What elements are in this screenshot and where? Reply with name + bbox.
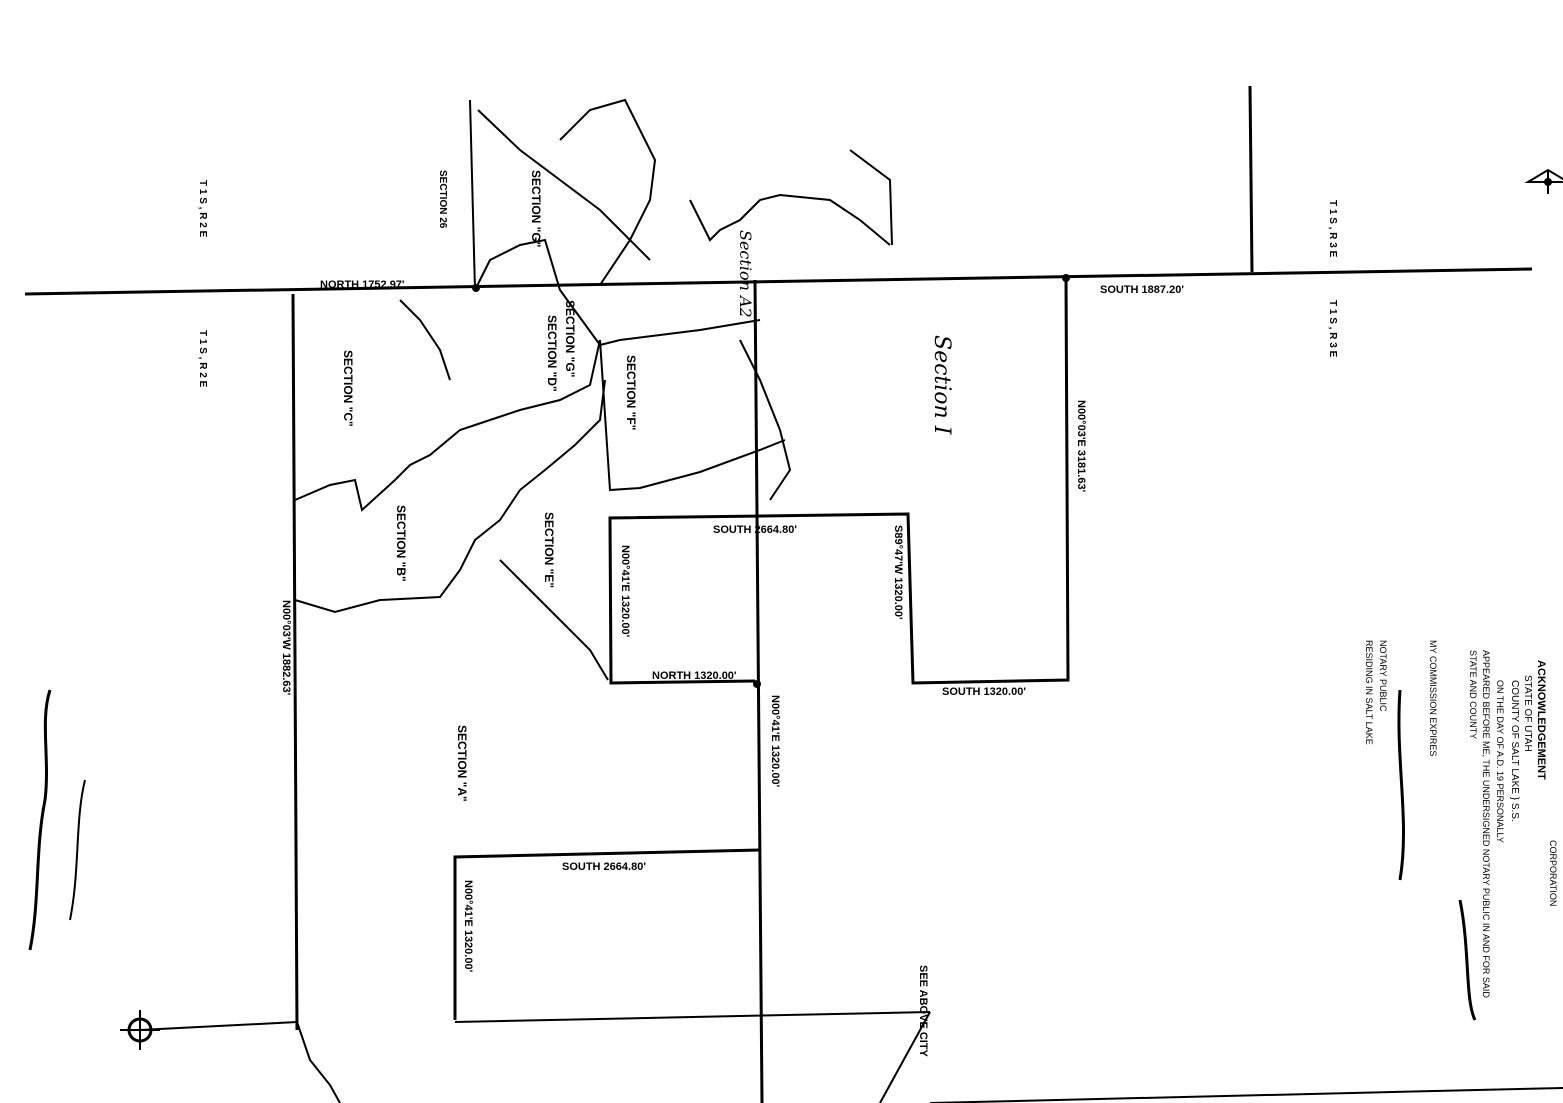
label-south-line: SOUTH 1887.20' xyxy=(1100,284,1184,296)
section-corner-icon xyxy=(753,680,761,688)
ack-line1: ON THE DAY OF A.D. 19 PERSONALLY xyxy=(1495,680,1505,843)
interior-boundary-4 xyxy=(599,339,786,492)
interior-boundary-9 xyxy=(689,193,891,246)
label-section-d: SECTION "D" xyxy=(545,315,559,392)
label-township-3: T 1 S , R 3 E xyxy=(1327,200,1338,258)
label-township-4: T 1 S , R 3 E xyxy=(1327,300,1338,358)
interior-boundary-11 xyxy=(739,339,792,501)
interior-boundary-1 xyxy=(294,339,601,512)
interior-boundary-12 xyxy=(399,299,451,381)
label-section-g: SECTION "G" xyxy=(529,170,543,247)
parcel-boundary-lower xyxy=(453,848,761,1020)
section-corner-icon xyxy=(472,284,480,292)
interior-boundary-8 xyxy=(559,98,657,286)
signature-left-2 xyxy=(69,779,86,921)
lower-line xyxy=(454,1011,931,1023)
label-township-1: T 1 S , R 2 E xyxy=(197,180,208,238)
label-section-26: SECTION 26 xyxy=(437,170,448,229)
label-n00-1320-a: N00°41'E 1320.00' xyxy=(769,695,781,788)
parcel-lower-left xyxy=(296,1021,341,1103)
label-township-2: T 1 S , R 2 E xyxy=(197,330,208,388)
interior-boundary-10 xyxy=(849,149,893,246)
interior-boundary-6 xyxy=(469,99,476,291)
signature-left xyxy=(28,689,52,951)
bottom-baseline xyxy=(929,1087,1563,1103)
label-left-bearing: N00°03'W 1882.63' xyxy=(280,600,292,696)
label-section-c: SECTION "C" xyxy=(341,350,355,427)
acknowledgement-text: ACKNOWLEDGEMENT STATE OF UTAH COUNTY OF … xyxy=(1364,640,1547,998)
section-corner-icon xyxy=(1062,274,1070,282)
label-n00-1320-c: N00°41'E 1320.00' xyxy=(462,880,474,973)
north-arrow-icon xyxy=(1524,168,1563,194)
handwritten-section-a2: Section A2 xyxy=(736,230,755,318)
label-n00-1320-b: N00°41'E 1320.00' xyxy=(619,545,631,638)
ack-county: COUNTY OF SALT LAKE } S.S. xyxy=(1509,680,1520,822)
section-line-right-top xyxy=(1248,85,1254,273)
section-line-main xyxy=(24,267,1533,296)
section-line-mid xyxy=(753,279,764,1103)
ack-corp: CORPORATION xyxy=(1548,840,1558,906)
label-section-e: SECTION "E" xyxy=(542,512,556,588)
interior-boundary-2 xyxy=(294,379,606,614)
boundary-left xyxy=(291,293,299,1031)
label-north-1320: NORTH 1320.00' xyxy=(652,670,737,682)
label-section-a: SECTION "A" xyxy=(455,725,469,802)
label-north-line: NORTH 1752.97' xyxy=(320,279,405,291)
section-corner-icon xyxy=(120,1010,160,1050)
label-south-2664-lower: SOUTH 2664.80' xyxy=(562,861,646,873)
ack-line2: APPEARED BEFORE ME, THE UNDERSIGNED NOTA… xyxy=(1481,650,1491,998)
ack-line3: STATE AND COUNTY xyxy=(1468,650,1478,739)
handwritten-section-i: Section I xyxy=(929,335,954,436)
label-n00-right: N00°03'E 3181.63' xyxy=(1075,400,1087,493)
interior-boundary-5 xyxy=(499,559,609,681)
label-south-1320: SOUTH 1320.00' xyxy=(942,686,1026,698)
acknowledgement-block: CORPORATION xyxy=(1548,840,1558,906)
label-s89-1320: S89°47'W 1320.00' xyxy=(892,525,904,620)
parcel-boundary-right xyxy=(608,276,1070,685)
lower-diagonal xyxy=(879,1011,931,1103)
label-south-2664-upper: SOUTH 2664.80' xyxy=(713,524,797,536)
label-section-f: SECTION "F" xyxy=(624,355,638,430)
ack-line4: MY COMMISSION EXPIRES xyxy=(1428,640,1438,756)
signature-right-2 xyxy=(1458,899,1477,1021)
signature-right xyxy=(1397,689,1405,881)
ack-state: STATE OF UTAH xyxy=(1522,675,1533,752)
label-section-gh: SECTION "G" xyxy=(563,300,577,377)
tie-line-left xyxy=(139,1021,298,1031)
note-bottom: SEE ABOVE CITY xyxy=(917,965,929,1058)
ack-line6: RESIDING IN SALT LAKE xyxy=(1364,640,1374,745)
interior-boundary-3 xyxy=(474,238,761,347)
ack-line5: NOTARY PUBLIC xyxy=(1378,640,1388,712)
label-section-b: SECTION "B" xyxy=(394,505,408,582)
interior-boundary-7 xyxy=(477,109,651,261)
ack-heading: ACKNOWLEDGEMENT xyxy=(1535,660,1547,780)
